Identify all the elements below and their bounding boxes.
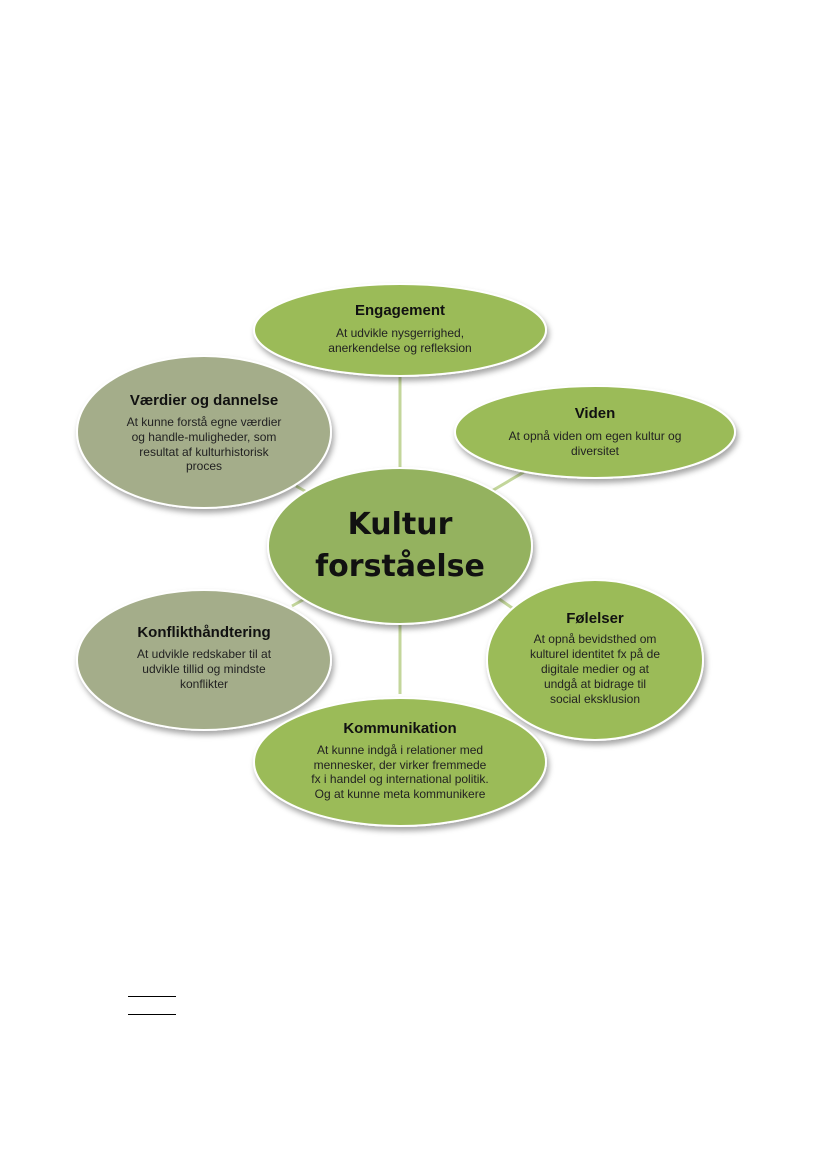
node-foelelser-line: social eksklusion — [550, 692, 640, 706]
node-foelelser-line: digitale medier og at — [541, 662, 650, 676]
node-engagement-line: anerkendelse og refleksion — [328, 341, 471, 355]
node-kommunikation-shape — [253, 697, 547, 827]
node-kommunikation-line: mennesker, der virker fremmede — [314, 758, 487, 772]
node-kommunikation-title: Kommunikation — [343, 720, 456, 737]
node-foelelser-title: Følelser — [566, 610, 624, 627]
node-konflikt-shape — [76, 589, 332, 731]
node-konflikt-line: udvikle tillid og mindste — [142, 662, 266, 676]
node-konflikt: Konflikthåndtering At udvikle redskaber … — [76, 589, 332, 731]
node-vaerdier-title: Værdier og dannelse — [130, 392, 278, 409]
node-viden-shape — [454, 385, 736, 479]
node-viden-line: At opnå viden om egen kultur og — [509, 429, 682, 443]
node-vaerdier-line: At kunne forstå egne værdier — [127, 415, 282, 429]
node-foelelser-line: undgå at bidrage til — [544, 677, 646, 691]
node-vaerdier-line: proces — [186, 459, 222, 473]
node-konflikt-line: konflikter — [180, 677, 228, 691]
footnote-separator-line — [128, 996, 176, 997]
node-engagement: Engagement At udvikle nysgerrighed, aner… — [253, 283, 547, 377]
node-viden-title: Viden — [575, 405, 616, 422]
center-title-line2: forståelse — [315, 548, 485, 584]
footnote-separator-line — [128, 1014, 176, 1015]
node-konflikt-title: Konflikthåndtering — [137, 624, 270, 641]
node-center: Kultur forståelse — [267, 467, 533, 625]
node-vaerdier: Værdier og dannelse At kunne forstå egne… — [76, 355, 332, 509]
node-kommunikation-line: Og at kunne meta kommunikere — [315, 787, 486, 801]
center-title-line1: Kultur — [348, 507, 453, 542]
node-kommunikation-line: fx i handel og international politik. — [311, 772, 488, 786]
node-kommunikation-line: At kunne indgå i relationer med — [317, 743, 483, 757]
node-center-shape — [267, 467, 533, 625]
node-foelelser: Følelser At opnå bevidsthed om kulturel … — [486, 579, 704, 741]
connector-viden — [489, 470, 525, 494]
node-viden-line: diversitet — [571, 444, 620, 458]
node-viden: Viden At opnå viden om egen kultur og di… — [454, 385, 736, 479]
node-foelelser-shape — [486, 579, 704, 741]
node-engagement-line: At udvikle nysgerrighed, — [336, 326, 464, 340]
node-vaerdier-line: resultat af kulturhistorisk — [139, 445, 269, 459]
node-konflikt-line: At udvikle redskaber til at — [137, 647, 272, 661]
node-kommunikation: Kommunikation At kunne indgå i relatione… — [253, 697, 547, 827]
node-engagement-shape — [253, 283, 547, 377]
node-foelelser-line: At opnå bevidsthed om — [534, 632, 657, 646]
node-foelelser-line: kulturel identitet fx på de — [530, 647, 660, 661]
node-engagement-title: Engagement — [355, 302, 445, 319]
node-vaerdier-shape — [76, 355, 332, 509]
node-vaerdier-line: og handle-muligheder, som — [132, 430, 277, 444]
